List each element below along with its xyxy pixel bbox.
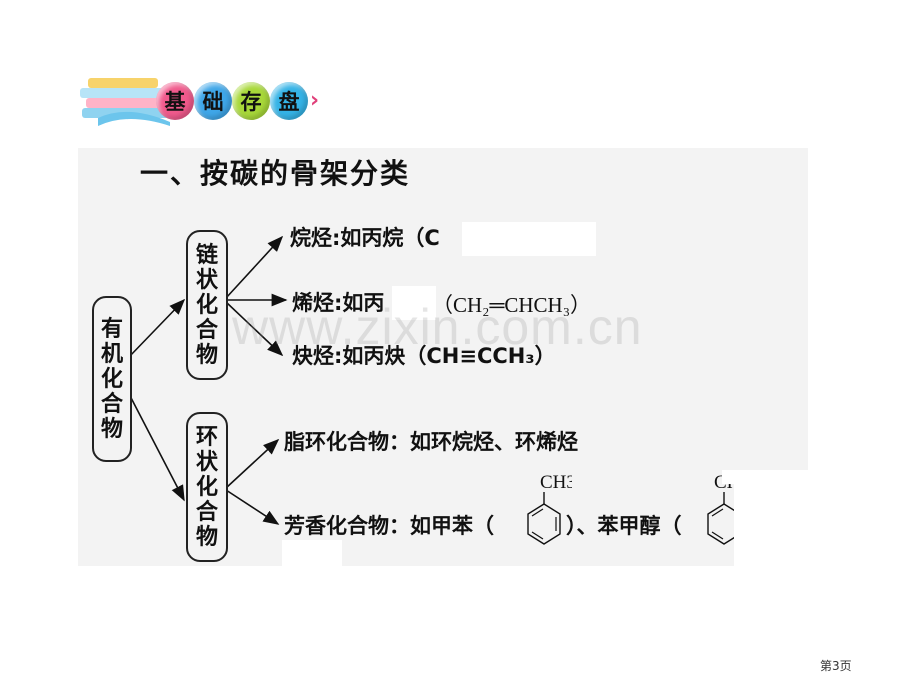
root-organic-compound: 有 机 化 合 物: [92, 296, 132, 462]
chain-char: 物: [195, 342, 218, 368]
ring-char: 环: [195, 424, 218, 450]
chain-char: 合: [195, 317, 218, 343]
occlusion-mask: [722, 470, 762, 484]
aromatic-item: 芳香化合物：如甲苯（: [284, 514, 494, 538]
badge-char-4: 盘: [270, 82, 308, 120]
root-char: 机: [100, 341, 123, 367]
root-char: 物: [100, 416, 123, 442]
occlusion-mask: [734, 470, 810, 570]
root-char: 有: [100, 316, 123, 342]
toluene-methyl-label: CH3: [540, 472, 572, 493]
page-number: 第3页: [820, 659, 852, 673]
ring-char: 物: [195, 524, 218, 550]
badge-char-3: 存: [232, 82, 270, 120]
alkane-item: 烷烃:如丙烷（C: [290, 226, 440, 250]
alicyclic-item: 脂环化合物：如环烷烃、环烯烃: [284, 430, 578, 454]
toluene-structure: CH3: [527, 472, 572, 545]
occlusion-mask: [462, 222, 596, 256]
books-icon: [80, 78, 170, 126]
ring-char: 化: [195, 474, 218, 500]
chain-char: 链: [195, 242, 218, 268]
alkene-item: 烯烃:如丙: [292, 291, 385, 315]
alkene-formula: （CH₂═CHCH₃）: [432, 293, 592, 317]
occlusion-mask: [392, 286, 436, 320]
alkyne-item: 炔烃:如丙炔（CH≡CCH₃）: [292, 344, 556, 368]
occlusion-mask: [282, 540, 342, 566]
ring-char: 状: [195, 449, 218, 475]
benzyl-alcohol-item: ）、苯甲醇（: [566, 514, 682, 538]
chain-compound-box: 链 状 化 合 物: [186, 230, 228, 380]
ring-char: 合: [195, 499, 218, 525]
ring-compound-box: 环 状 化 合 物: [186, 412, 228, 562]
chevron-right-icon: ›: [310, 88, 320, 113]
root-char: 合: [100, 391, 123, 417]
section-badge: 基 础 存 盘 ›: [78, 74, 338, 130]
chain-char: 状: [195, 267, 218, 293]
root-char: 化: [100, 366, 123, 392]
watermark: www.zixin.com.cn: [232, 299, 643, 355]
badge-char-2: 础: [194, 82, 232, 120]
chain-char: 化: [195, 292, 218, 318]
section-title: 一、按碳的骨架分类: [140, 157, 411, 190]
badge-char-1: 基: [156, 82, 194, 120]
